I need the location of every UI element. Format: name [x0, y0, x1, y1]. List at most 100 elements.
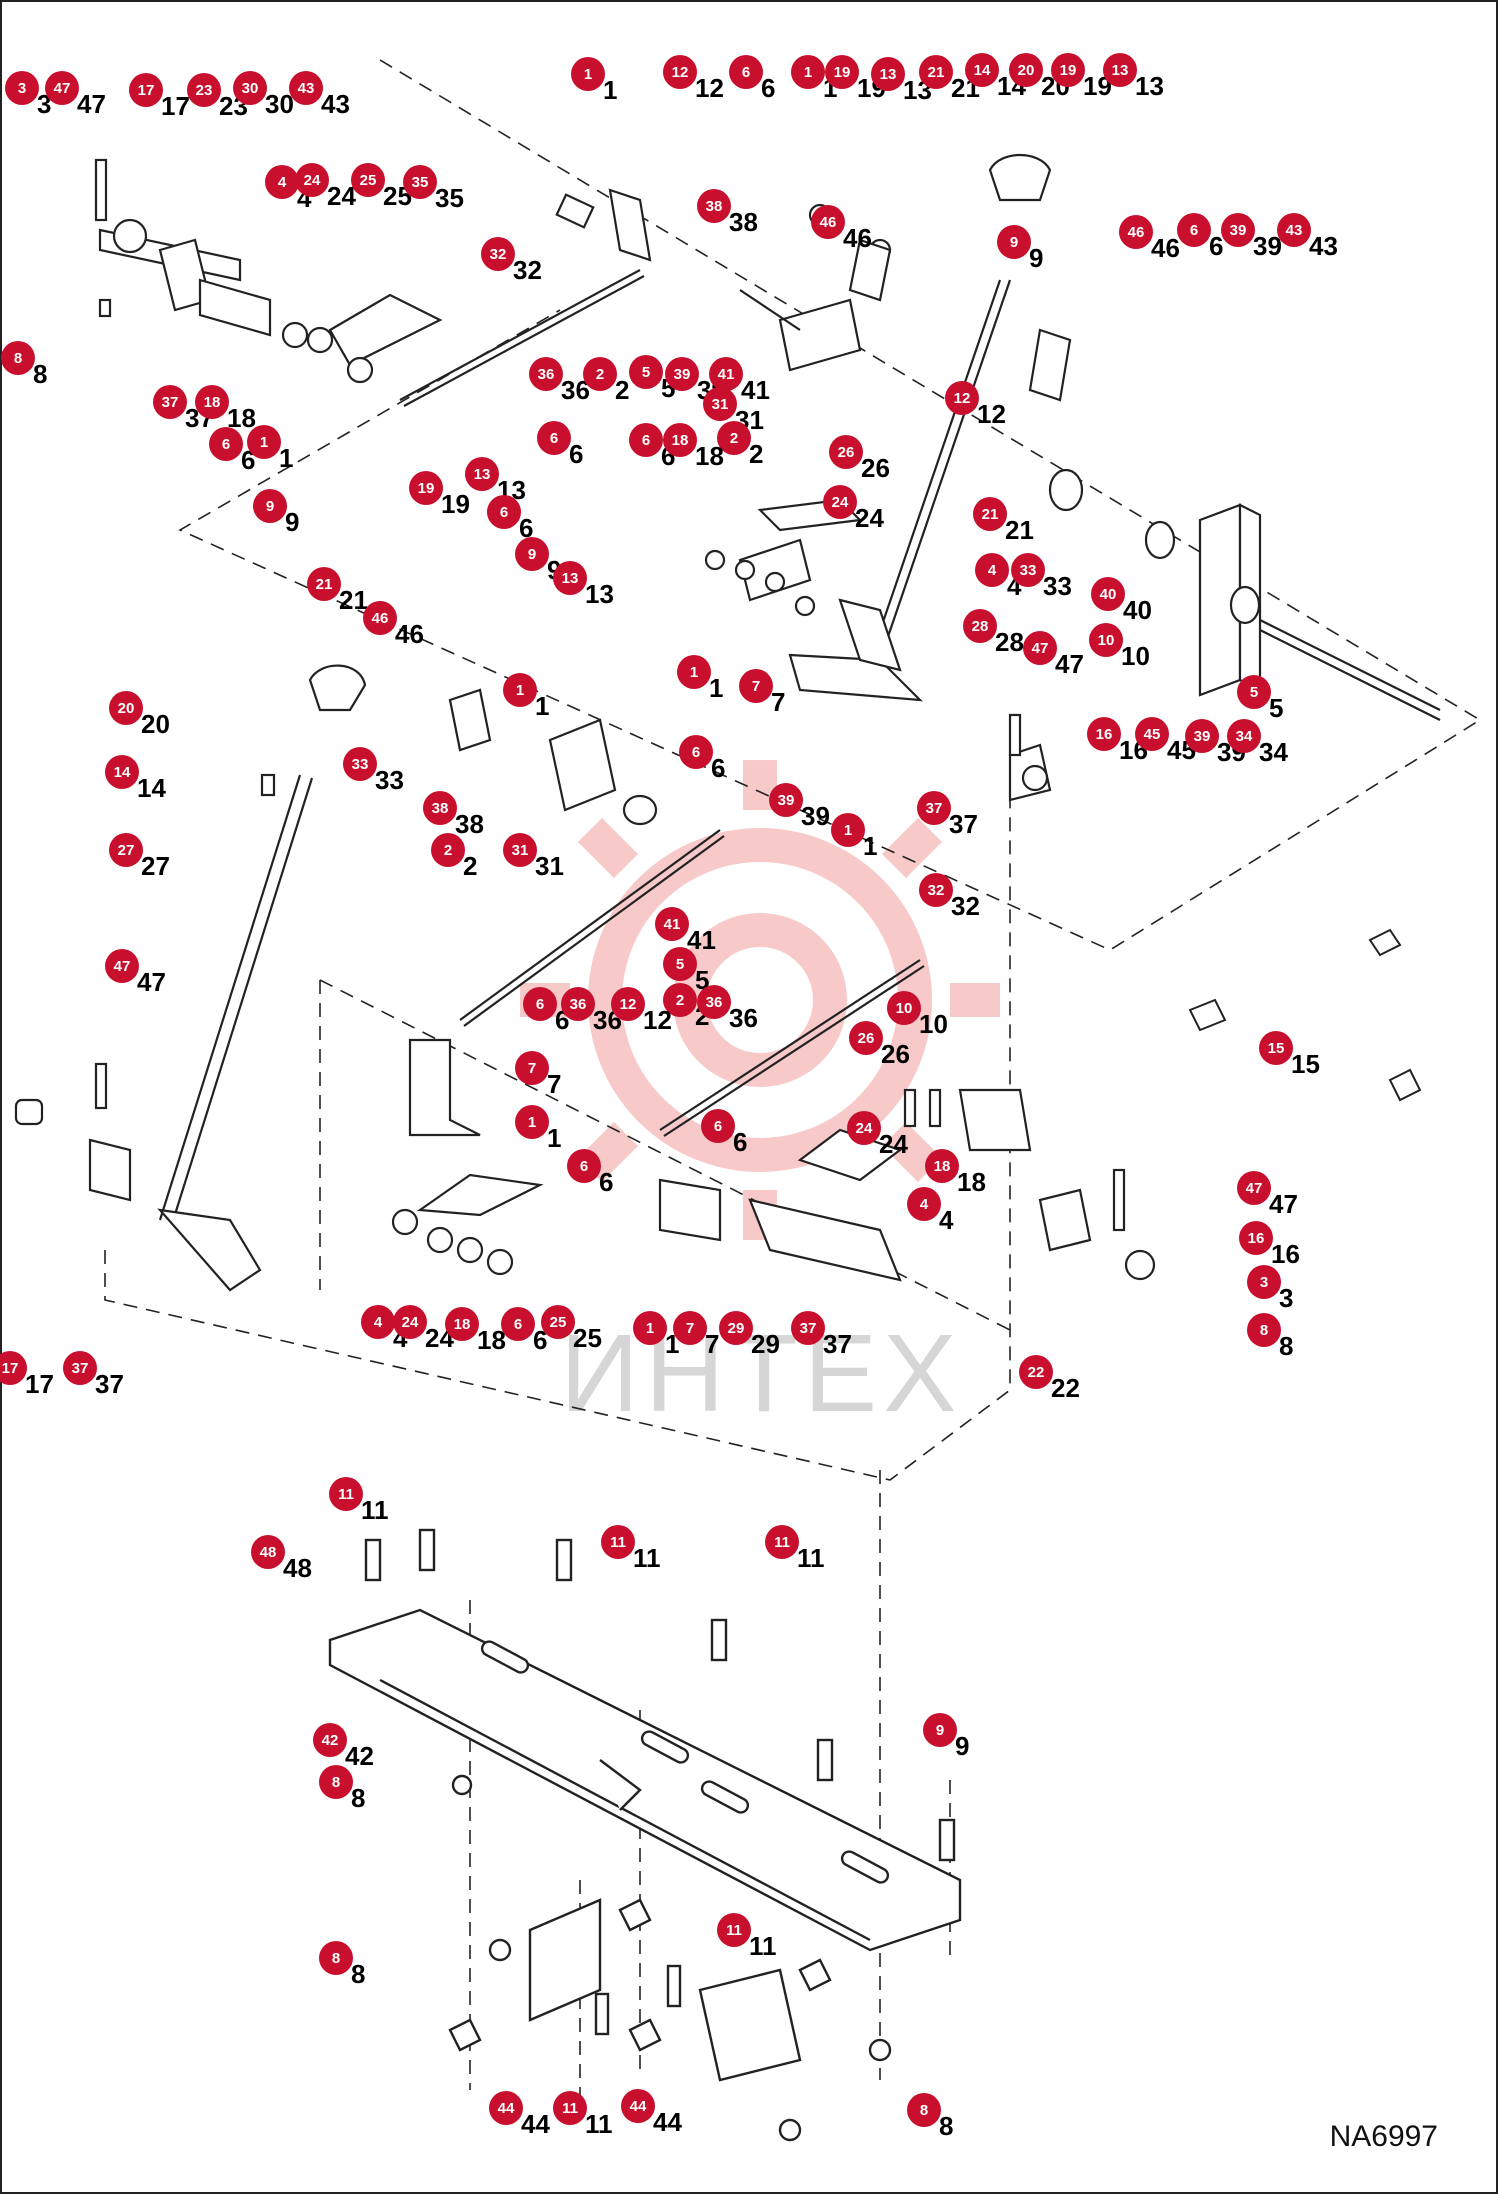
part-number-shadow: 31 [535, 851, 564, 881]
callout-disc [209, 427, 243, 461]
part-number-shadow: 1 [709, 673, 723, 703]
part-number: 26 [858, 1030, 875, 1047]
part-callout: 22 [717, 421, 763, 469]
callout-disc [1019, 1355, 1053, 1389]
callout-disc [673, 1311, 707, 1345]
part-callout: 88 [1, 341, 47, 389]
callout-disc [1227, 719, 1261, 753]
part-number: 37 [72, 1360, 89, 1377]
part-number-shadow: 9 [1029, 243, 1043, 273]
part-callout: 44 [907, 1187, 954, 1235]
callout-disc [849, 1021, 883, 1055]
part-number-shadow: 15 [1291, 1049, 1320, 1079]
part-number-shadow: 7 [547, 1069, 561, 1099]
part-number: 36 [538, 366, 555, 383]
callout-disc [503, 673, 537, 707]
part-callout: 11 [571, 57, 617, 105]
part-number-shadow: 6 [599, 1167, 613, 1197]
callout-disc [791, 55, 825, 89]
part-number: 44 [498, 2100, 515, 2117]
part-number-shadow: 17 [161, 91, 190, 121]
part-number: 37 [800, 1320, 817, 1337]
part-number: 7 [686, 1320, 694, 1337]
part-number: 31 [512, 842, 529, 859]
part-number: 6 [550, 430, 558, 447]
part-callout: 99 [923, 1713, 969, 1761]
part-number-shadow: 47 [1055, 649, 1084, 679]
callout-disc [265, 165, 299, 199]
part-number-shadow: 11 [585, 2109, 613, 2139]
callout-disc [871, 57, 905, 91]
part-number-shadow: 47 [77, 89, 106, 119]
part-number-shadow: 9 [285, 507, 299, 537]
part-number: 18 [454, 1316, 471, 1333]
part-number: 9 [528, 546, 536, 563]
part-number: 22 [1028, 1364, 1045, 1381]
callout-disc [825, 55, 859, 89]
part-callout: 55 [1237, 675, 1283, 723]
part-number-shadow: 16 [1271, 1239, 1300, 1269]
part-number: 24 [832, 494, 849, 511]
part-number: 9 [1010, 234, 1018, 251]
part-number: 1 [690, 664, 698, 681]
callout-disc [319, 1941, 353, 1975]
part-number: 10 [896, 1000, 913, 1017]
callout-disc [1009, 53, 1043, 87]
callout-disc [295, 163, 329, 197]
part-number: 25 [550, 1314, 567, 1331]
part-number: 1 [646, 1320, 654, 1337]
callout-disc [1011, 553, 1045, 587]
part-number: 2 [730, 430, 738, 447]
callout-disc [423, 791, 457, 825]
part-number-shadow: 44 [653, 2107, 682, 2137]
part-callout: 11 [503, 673, 549, 721]
part-number: 46 [1128, 224, 1145, 241]
callout-disc [1247, 1265, 1281, 1299]
part-number: 13 [1112, 62, 1129, 79]
part-number-shadow: 8 [1279, 1331, 1293, 1361]
callout-disc [105, 949, 139, 983]
part-number: 30 [242, 80, 259, 97]
part-callout: 11 [831, 813, 877, 861]
part-number-shadow: 1 [603, 75, 617, 105]
part-number: 33 [352, 756, 369, 773]
part-number: 12 [672, 64, 689, 81]
callout-disc [633, 1311, 667, 1345]
part-callout: 66 [209, 427, 255, 475]
part-number: 18 [672, 432, 689, 449]
part-number-shadow: 33 [1043, 571, 1072, 601]
part-number-shadow: 6 [733, 1127, 747, 1157]
drawing-code: NA6997 [1329, 2120, 1438, 2153]
part-number: 11 [610, 1534, 626, 1551]
part-number-shadow: 21 [1005, 515, 1034, 545]
callout-disc [665, 357, 699, 391]
part-number-shadow: 24 [327, 181, 356, 211]
part-number: 21 [928, 64, 945, 81]
callout-disc [919, 873, 953, 907]
part-callout: 33 [1247, 1265, 1293, 1313]
callout-disc [811, 205, 845, 239]
part-number: 10 [1098, 632, 1115, 649]
callout-disc [663, 55, 697, 89]
part-number-shadow: 41 [687, 925, 716, 955]
part-number: 37 [926, 800, 943, 817]
